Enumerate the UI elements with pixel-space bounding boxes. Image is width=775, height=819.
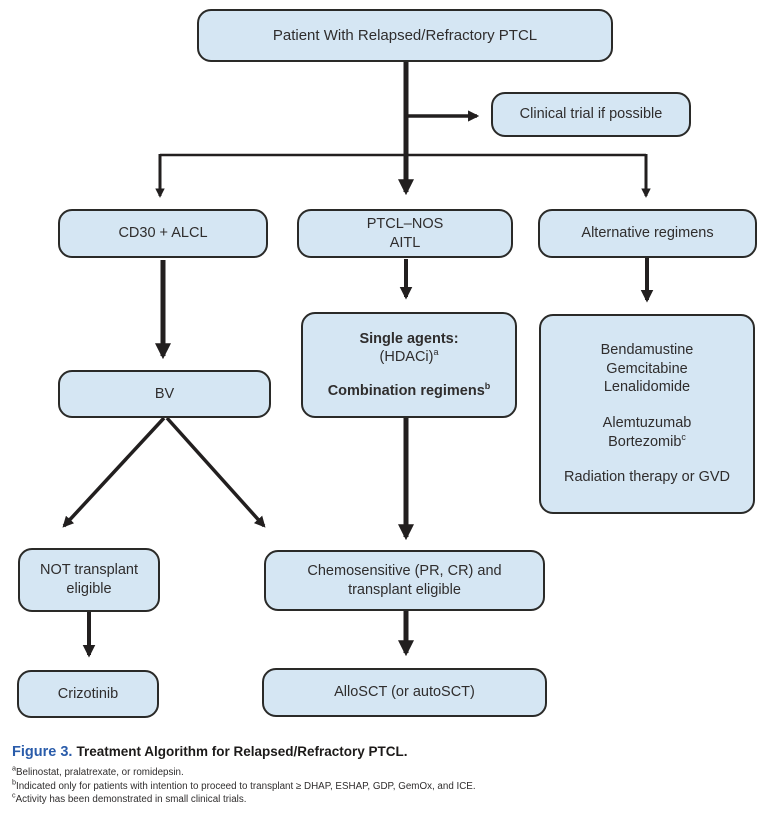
figure-footnotes: aBelinostat, pralatrexate, or romidepsin… bbox=[12, 763, 476, 807]
node-bv-label: BV bbox=[154, 385, 175, 402]
alt-item-bortezomib: Bortezomibc bbox=[608, 431, 686, 452]
node-crizotinib: Crizotinib bbox=[17, 670, 159, 718]
footnote-b-text: Indicated only for patients with intenti… bbox=[16, 780, 476, 792]
alt-item-gemcitabine: Gemcitabine bbox=[606, 360, 688, 377]
alt-item-alemtuzumab: Alemtuzumab bbox=[602, 415, 692, 431]
node-root-label: Patient With Relapsed/Refractory PTCL bbox=[272, 26, 538, 44]
single-agents-hdaci-text: (HDACi) bbox=[379, 349, 434, 366]
arrow-bv-to-not-transplant bbox=[62, 416, 166, 528]
node-chemosensitive-label: Chemosensitive (PR, CR) and transplant e… bbox=[307, 562, 502, 598]
alt-item-bortezomib-text: Bortezomib bbox=[608, 433, 682, 450]
node-allosct: AlloSCT (or autoSCT) bbox=[262, 668, 547, 717]
footnote-a-marker: a bbox=[12, 763, 16, 773]
node-bv: BV bbox=[58, 370, 271, 418]
node-clinical-trial-label: Clinical trial if possible bbox=[519, 106, 663, 123]
alt-item-bortezomib-sup: c bbox=[681, 431, 686, 442]
single-agents-hdaci: (HDACi)a bbox=[380, 348, 439, 367]
alt-item-bendamustine: Bendamustine bbox=[600, 342, 694, 359]
node-allosct-label: AlloSCT (or autoSCT) bbox=[334, 684, 475, 701]
combination-regimens-text: Combination regimens bbox=[327, 382, 485, 399]
footnote-c-text: Activity has been demonstrated in small … bbox=[15, 794, 247, 806]
footnote-b-marker: b bbox=[12, 777, 16, 787]
node-cd30-alcl-label: CD30 + ALCL bbox=[118, 225, 208, 242]
node-crizotinib-label: Crizotinib bbox=[57, 685, 119, 702]
figure-caption-title: Treatment Algorithm for Relapsed/Refract… bbox=[76, 744, 408, 759]
alt-item-radiation-gvd: Radiation therapy or GVD bbox=[563, 469, 731, 486]
footnote-a: aBelinostat, pralatrexate, or romidepsin… bbox=[12, 763, 476, 780]
node-single-agents: Single agents: (HDACi)a Combination regi… bbox=[301, 312, 517, 418]
node-alternative-regimens-label: Alternative regimens bbox=[581, 225, 714, 242]
node-alternative-regimens: Alternative regimens bbox=[538, 209, 757, 258]
figure-caption-label: Figure 3. bbox=[12, 744, 73, 760]
node-not-transplant: NOT transplant eligible bbox=[18, 548, 160, 612]
node-aitl-label: AITL bbox=[389, 234, 421, 251]
alt-item-lenalidomide: Lenalidomide bbox=[603, 379, 691, 396]
node-ptcl-nos-aitl: PTCL–NOS AITL bbox=[297, 209, 513, 258]
node-not-transplant-label: NOT transplant eligible bbox=[39, 562, 139, 597]
footnote-a-text: Belinostat, pralatrexate, or romidepsin. bbox=[16, 767, 184, 778]
footnote-c-marker: c bbox=[12, 790, 16, 800]
combination-regimens-sup: b bbox=[484, 380, 491, 391]
arrow-bv-to-chemosensitive bbox=[165, 416, 266, 528]
single-agents-heading: Single agents: bbox=[359, 330, 459, 347]
combination-regimens: Combination regimensb bbox=[327, 380, 491, 401]
node-alternative-list: Bendamustine Gemcitabine Lenalidomide Al… bbox=[539, 314, 755, 514]
node-root: Patient With Relapsed/Refractory PTCL bbox=[197, 9, 613, 62]
single-agents-hdaci-sup: a bbox=[433, 347, 439, 358]
figure-caption: Figure 3.Treatment Algorithm for Relapse… bbox=[12, 744, 408, 760]
node-cd30-alcl: CD30 + ALCL bbox=[58, 209, 268, 258]
node-ptcl-nos-label: PTCL–NOS bbox=[366, 215, 444, 232]
node-clinical-trial: Clinical trial if possible bbox=[491, 92, 691, 137]
node-chemosensitive: Chemosensitive (PR, CR) and transplant e… bbox=[264, 550, 545, 611]
footnote-b: bIndicated only for patients with intent… bbox=[12, 777, 476, 794]
footnote-c: cActivity has been demonstrated in small… bbox=[12, 790, 476, 807]
